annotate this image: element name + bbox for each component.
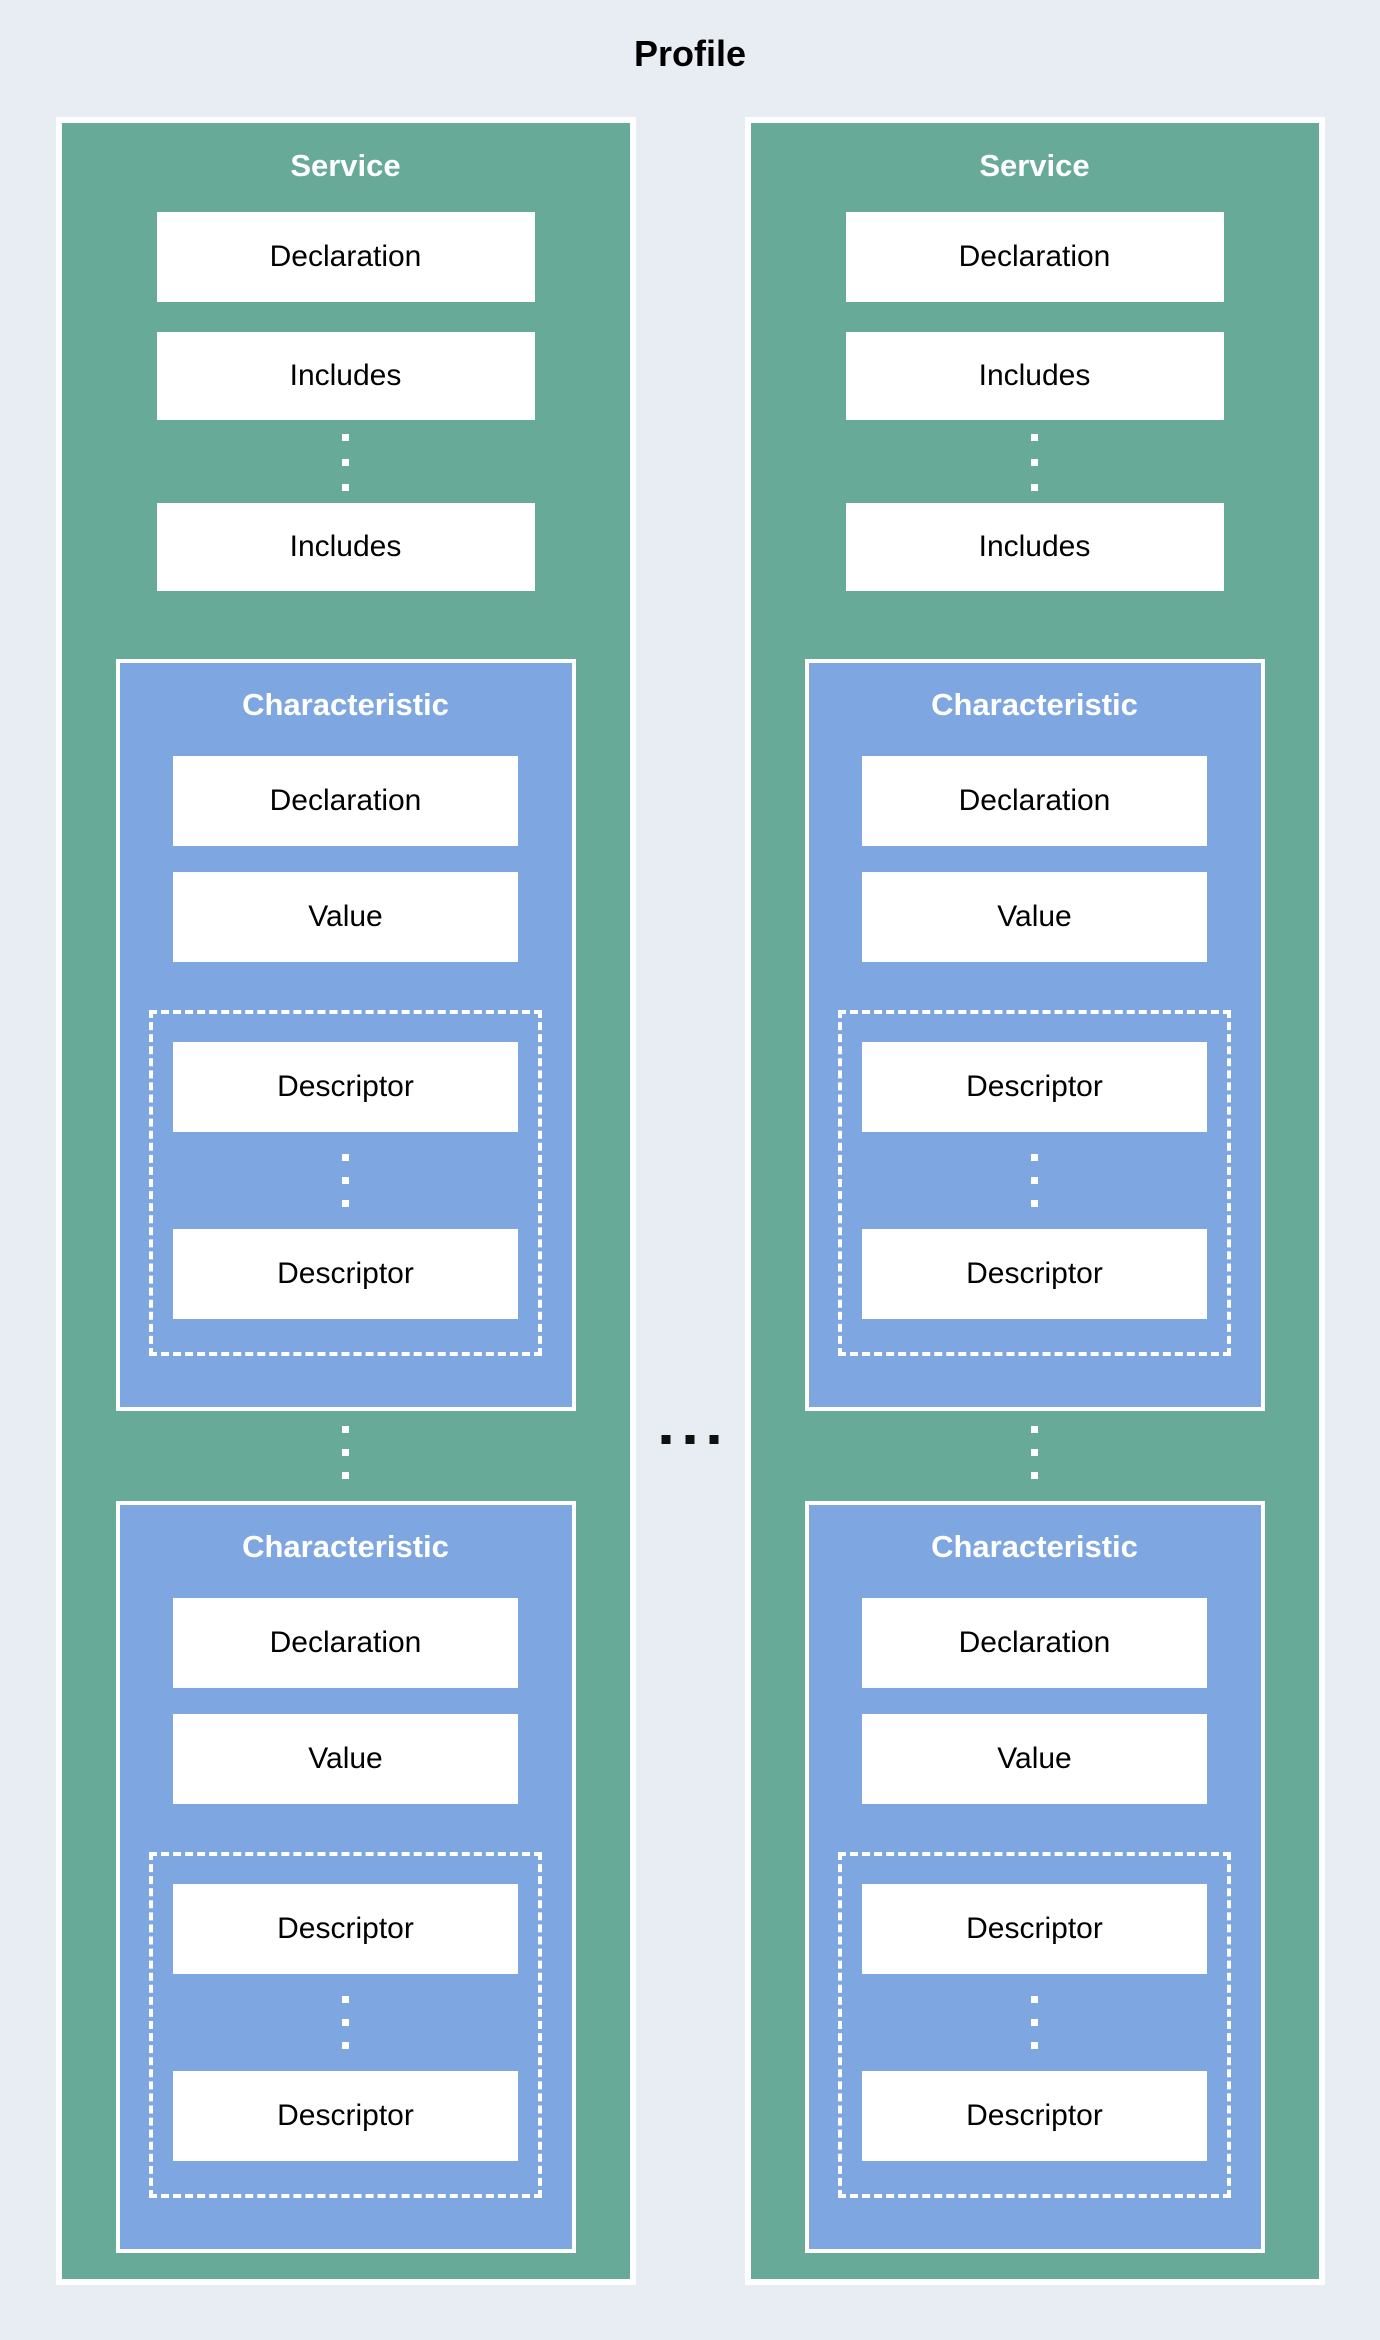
descriptor-box: Descriptor (862, 2071, 1207, 2161)
more-services-horizontal-ellipsis-icon (661, 1435, 719, 1444)
descriptor-box: Descriptor (862, 1884, 1207, 1974)
ellipsis-dot (1031, 1177, 1038, 1184)
ellipsis-dot (342, 2042, 349, 2049)
ellipsis-dot (342, 1200, 349, 1207)
characteristic-value-box: Value (173, 872, 518, 962)
ellipsis-dot (342, 1426, 349, 1433)
characteristic-header: Characteristic (931, 687, 1138, 722)
characteristic-box: Characteristic Declaration Value Descrip… (804, 659, 1265, 1411)
ellipsis-dot (1031, 1200, 1038, 1207)
more-descriptors-vertical-ellipsis-icon (1031, 1154, 1038, 1207)
characteristic-header: Characteristic (242, 1529, 449, 1564)
characteristic-box: Characteristic Declaration Value Descrip… (115, 1501, 576, 2253)
page-title: Profile (633, 33, 747, 74)
characteristic-box: Characteristic Declaration Value Descrip… (804, 1501, 1265, 2253)
ellipsis-dot (342, 2019, 349, 2026)
service-column-left: Service Declaration Includes Includes Ch… (55, 117, 636, 2285)
characteristic-value-box: Value (862, 1714, 1207, 1804)
services-row: Service Declaration Includes Includes Ch… (0, 117, 1380, 2285)
service-includes-box: Includes (845, 332, 1224, 420)
service-includes-box: Includes (156, 503, 535, 591)
ellipsis-dot (709, 1435, 719, 1444)
more-includes-vertical-ellipsis-icon (1031, 434, 1038, 491)
ellipsis-dot (342, 1472, 349, 1479)
service-declaration-box: Declaration (156, 212, 535, 302)
service-includes-box: Includes (156, 332, 535, 420)
descriptor-box: Descriptor (173, 1884, 518, 1974)
descriptor-box: Descriptor (173, 2071, 518, 2161)
ellipsis-dot (1031, 2019, 1038, 2026)
descriptor-box: Descriptor (862, 1229, 1207, 1319)
ellipsis-dot (1031, 1996, 1038, 2003)
ellipsis-dot (1031, 1426, 1038, 1433)
more-includes-vertical-ellipsis-icon (342, 434, 349, 491)
characteristic-header: Characteristic (242, 687, 449, 722)
ellipsis-dot (342, 1154, 349, 1161)
ellipsis-dot (1031, 2042, 1038, 2049)
more-descriptors-vertical-ellipsis-icon (342, 1996, 349, 2049)
characteristic-declaration-box: Declaration (862, 756, 1207, 846)
more-characteristics-vertical-ellipsis-icon (342, 1426, 349, 1479)
ellipsis-dot (685, 1435, 695, 1444)
more-descriptors-vertical-ellipsis-icon (1031, 1996, 1038, 2049)
descriptor-box: Descriptor (862, 1042, 1207, 1132)
descriptor-box: Descriptor (173, 1229, 518, 1319)
characteristic-box: Characteristic Declaration Value Descrip… (115, 659, 576, 1411)
service-column-right: Service Declaration Includes Includes Ch… (744, 117, 1325, 2285)
ellipsis-dot (342, 484, 349, 491)
descriptor-group: Descriptor Descriptor (149, 1010, 542, 1356)
more-descriptors-vertical-ellipsis-icon (342, 1154, 349, 1207)
ellipsis-dot (342, 1449, 349, 1456)
ellipsis-dot (1031, 1154, 1038, 1161)
characteristic-declaration-box: Declaration (173, 1598, 518, 1688)
ellipsis-dot (342, 1177, 349, 1184)
descriptor-group: Descriptor Descriptor (149, 1852, 542, 2198)
characteristic-value-box: Value (173, 1714, 518, 1804)
services-gap (636, 117, 745, 2285)
ellipsis-dot (1031, 484, 1038, 491)
ellipsis-dot (661, 1435, 671, 1444)
characteristic-value-box: Value (862, 872, 1207, 962)
ellipsis-dot (1031, 459, 1038, 466)
descriptor-group: Descriptor Descriptor (838, 1852, 1231, 2198)
service-header: Service (979, 148, 1090, 183)
descriptor-box: Descriptor (173, 1042, 518, 1132)
more-characteristics-vertical-ellipsis-icon (1031, 1426, 1038, 1479)
ellipsis-dot (1031, 1449, 1038, 1456)
descriptor-group: Descriptor Descriptor (838, 1010, 1231, 1356)
ellipsis-dot (342, 1996, 349, 2003)
ellipsis-dot (1031, 1472, 1038, 1479)
characteristic-header: Characteristic (931, 1529, 1138, 1564)
service-includes-box: Includes (845, 503, 1224, 591)
service-header: Service (290, 148, 401, 183)
service-declaration-box: Declaration (845, 212, 1224, 302)
ellipsis-dot (1031, 434, 1038, 441)
characteristic-declaration-box: Declaration (173, 756, 518, 846)
ellipsis-dot (342, 434, 349, 441)
ellipsis-dot (342, 459, 349, 466)
characteristic-declaration-box: Declaration (862, 1598, 1207, 1688)
